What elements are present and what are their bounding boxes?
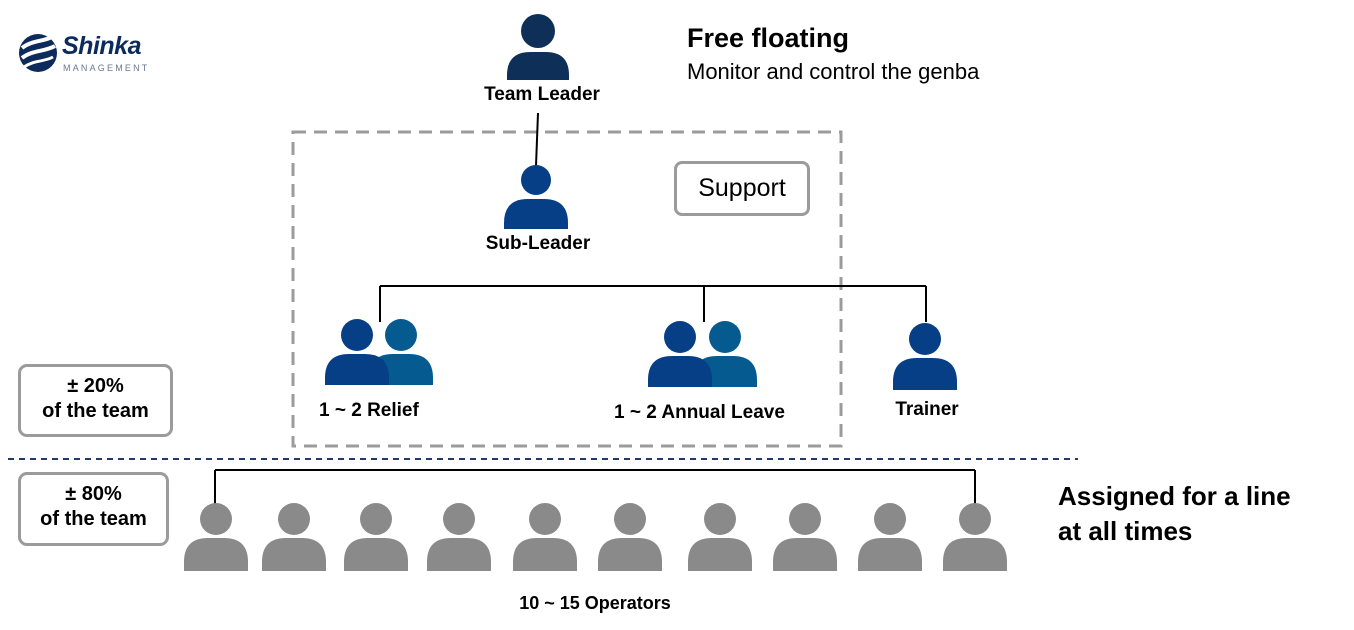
sub-leader-person-icon bbox=[504, 165, 568, 229]
operator-person-icon bbox=[344, 503, 408, 571]
relief-label: 1 ~ 2 Relief bbox=[319, 400, 419, 421]
operator-person-icon bbox=[262, 503, 326, 571]
team-leader-person-icon bbox=[507, 14, 569, 80]
logo-subtitle: MANAGEMENT bbox=[63, 63, 150, 73]
operator-person-icon bbox=[513, 503, 577, 571]
operator-person-icon bbox=[598, 503, 662, 571]
operators-percentage-caption: of the team bbox=[40, 508, 147, 530]
logo-word: Shinka bbox=[62, 32, 141, 60]
assigned-note: Assigned for a line at all times bbox=[1058, 479, 1291, 549]
team-leader-label: Team Leader bbox=[484, 84, 600, 105]
trainer-person-icon bbox=[893, 323, 957, 390]
operators-percentage-value: ± 80% bbox=[65, 483, 122, 505]
support-badge: Support bbox=[674, 161, 810, 216]
logo-mark-icon bbox=[19, 34, 57, 72]
operator-person-icon bbox=[688, 503, 752, 571]
annual-leave-person-icon-front bbox=[648, 321, 712, 387]
support-label: Support bbox=[698, 174, 786, 202]
logo: Shinka MANAGEMENT bbox=[18, 30, 158, 76]
operator-person-icon bbox=[184, 503, 248, 571]
annual-leave-label: 1 ~ 2 Annual Leave bbox=[614, 402, 785, 423]
operators-percentage-box: ± 80% of the team bbox=[18, 472, 169, 546]
operator-person-icon bbox=[943, 503, 1007, 571]
operator-person-icon bbox=[427, 503, 491, 571]
support-region bbox=[291, 130, 843, 448]
support-percentage-value: ± 20% bbox=[67, 375, 124, 397]
free-floating-heading: Free floating bbox=[687, 23, 850, 53]
support-percentage-caption: of the team bbox=[42, 400, 149, 422]
operators-label: 10 ~ 15 Operators bbox=[519, 593, 671, 613]
operator-person-icon bbox=[858, 503, 922, 571]
free-floating-description: Monitor and control the genba bbox=[687, 59, 980, 84]
operator-person-icon bbox=[773, 503, 837, 571]
sub-leader-label: Sub-Leader bbox=[485, 233, 591, 254]
assigned-note-line2: at all times bbox=[1058, 516, 1193, 546]
assigned-note-line1: Assigned for a line bbox=[1058, 481, 1291, 511]
support-percentage-box: ± 20% of the team bbox=[18, 364, 173, 437]
trainer-label: Trainer bbox=[895, 399, 959, 420]
connector-leader-subleader bbox=[535, 112, 539, 167]
relief-person-icon-front bbox=[325, 319, 389, 385]
